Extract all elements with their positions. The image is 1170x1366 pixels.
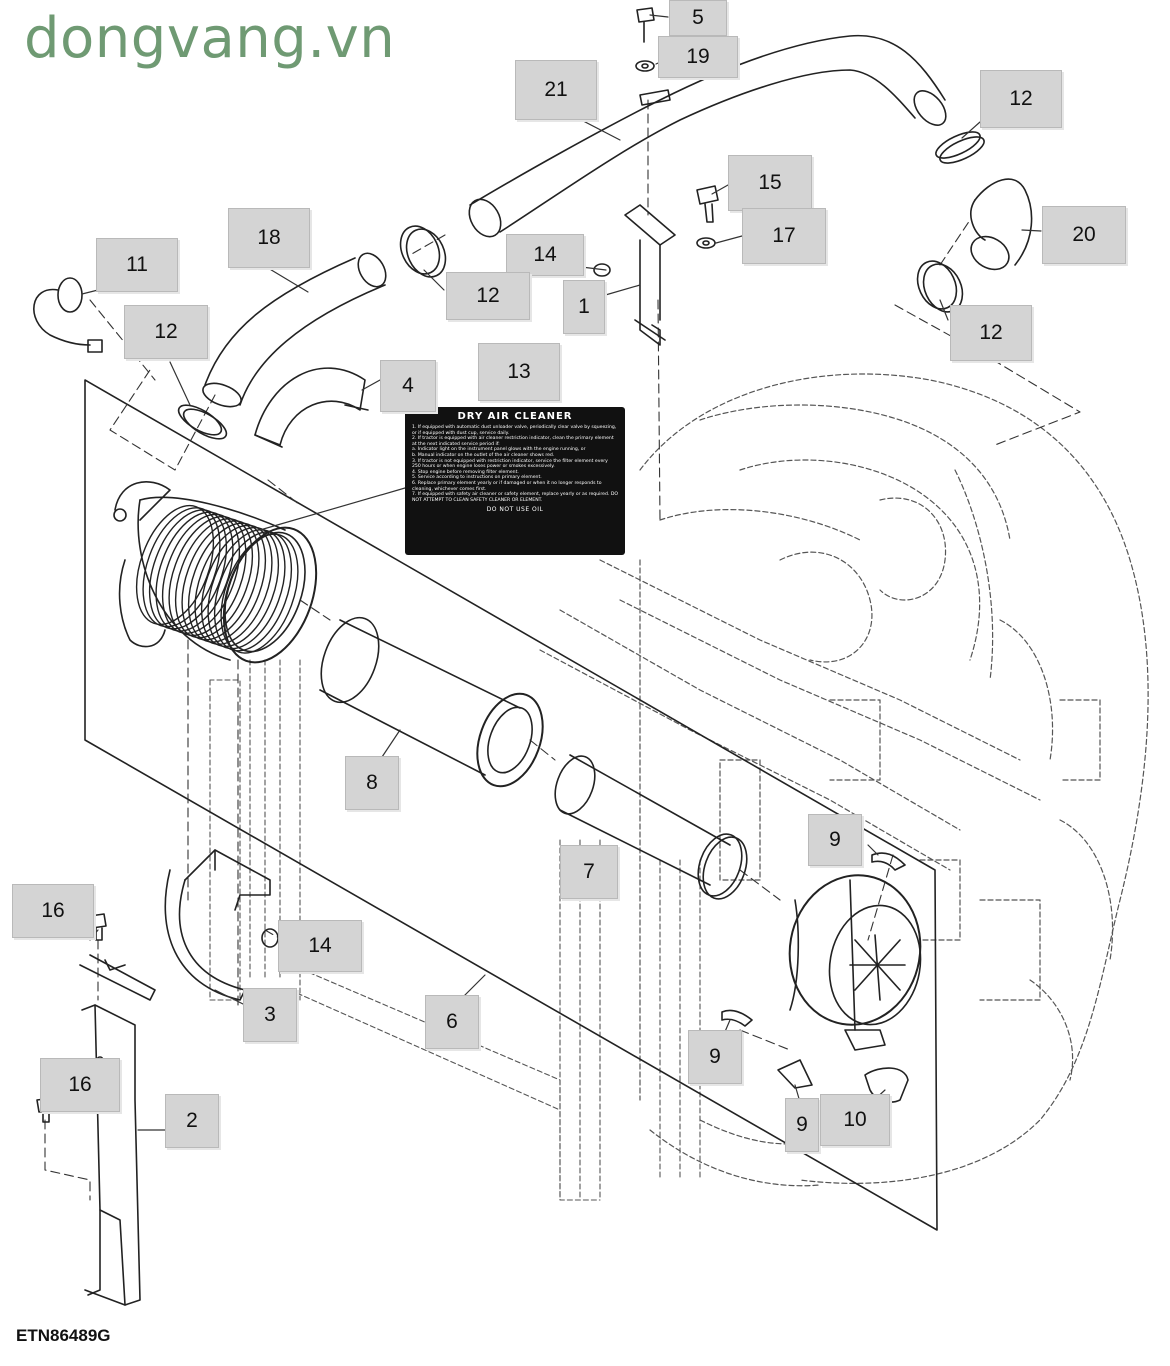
callout-9: 9 (688, 1030, 742, 1084)
callout-13: 13 (478, 343, 560, 401)
decal-instruction: 6. Replace primary element yearly or if … (412, 480, 602, 492)
callout-14: 14 (506, 234, 584, 276)
decal-instructions: 1. If equipped with automatic dust unloa… (412, 425, 618, 503)
callout-6: 6 (425, 995, 479, 1049)
decal-instruction: 7. If equipped with safety air cleaner o… (412, 492, 618, 503)
filter-pleat-ring (200, 526, 280, 648)
watermark-text: dongvang.vn (24, 6, 396, 71)
decal-instruction: 5. Service according to instructions on … (412, 475, 542, 481)
decal-instruction: 2. If tractor is equipped with air clean… (412, 436, 614, 447)
callout-16: 16 (40, 1058, 120, 1112)
assembly-leader-lines (44, 99, 1081, 1201)
callout-12: 12 (980, 70, 1062, 128)
callout-17: 17 (742, 208, 826, 264)
air-cleaner-pleats (135, 504, 299, 654)
filter-pleat-ring (187, 522, 267, 643)
air-cleaner-cover (788, 874, 922, 1051)
callout-5: 5 (669, 0, 727, 36)
callout-10: 10 (820, 1094, 890, 1146)
callout-3: 3 (243, 988, 297, 1042)
callout-9: 9 (808, 814, 862, 866)
callout-7: 7 (560, 845, 618, 899)
filter-pleat-ring (174, 518, 254, 639)
decal-title: DRY AIR CLEANER (457, 411, 573, 422)
callout-15: 15 (728, 155, 812, 211)
callout-12: 12 (950, 305, 1032, 361)
callout-19: 19 (658, 36, 738, 78)
filter-pleat-ring (207, 529, 286, 650)
dry-air-cleaner-decal: DRY AIR CLEANER 1. If equipped with auto… (405, 407, 625, 555)
retainer-clip-9 (721, 852, 906, 1089)
secondary-element-7 (554, 754, 748, 900)
callout-14: 14 (278, 920, 362, 972)
inlet-hose-18 (202, 252, 387, 408)
callout-4: 4 (380, 360, 436, 412)
mounting-strap-4 (254, 367, 369, 448)
decal-instruction: 4. Stop engine before removing filter el… (412, 469, 519, 475)
filter-pleat-ring (194, 524, 273, 645)
filter-pleat-ring (213, 531, 293, 652)
callout-16: 16 (12, 884, 94, 938)
callout-21: 21 (515, 60, 597, 120)
filter-pleat-ring (220, 533, 299, 654)
callout-18: 18 (228, 208, 310, 268)
primary-element-8 (319, 616, 544, 788)
figure-id: ETN86489G (16, 1326, 111, 1345)
callout-8: 8 (345, 756, 399, 810)
filter-pleat-ring (181, 520, 260, 641)
callout-12: 12 (124, 305, 208, 359)
decal-instruction: 3. If tractor is not equipped with restr… (412, 458, 608, 470)
callout-11: 11 (96, 238, 178, 292)
callout-20: 20 (1042, 206, 1126, 264)
upper-bracket-1 (624, 204, 676, 346)
decal-instruction: a. Indicator light on the instrument pan… (412, 447, 586, 453)
callout-9: 9 (785, 1098, 819, 1152)
decal-footer: DO NOT USE OIL (486, 506, 544, 514)
filter-pleat-ring (168, 515, 247, 637)
restriction-sensor-11 (33, 277, 103, 353)
air-cleaner-housing (113, 481, 318, 664)
engine-phantom-outline (539, 373, 1149, 1187)
fasteners (36, 7, 719, 1123)
callout-12: 12 (446, 272, 530, 320)
filter-pleat-ring (161, 513, 241, 634)
mounting-plate (84, 379, 938, 1231)
elbow-hose-20 (970, 178, 1033, 271)
support-bracket-2 (81, 1004, 141, 1306)
lower-strap-3 (79, 849, 271, 1001)
decal-instruction: b. Manual indicator on the outlet of the… (412, 452, 555, 458)
decal-instruction: 1. If equipped with automatic dust unloa… (412, 425, 617, 436)
hose-clamp-12 (177, 131, 985, 440)
callout-2: 2 (165, 1094, 219, 1148)
callout-1: 1 (563, 280, 605, 334)
